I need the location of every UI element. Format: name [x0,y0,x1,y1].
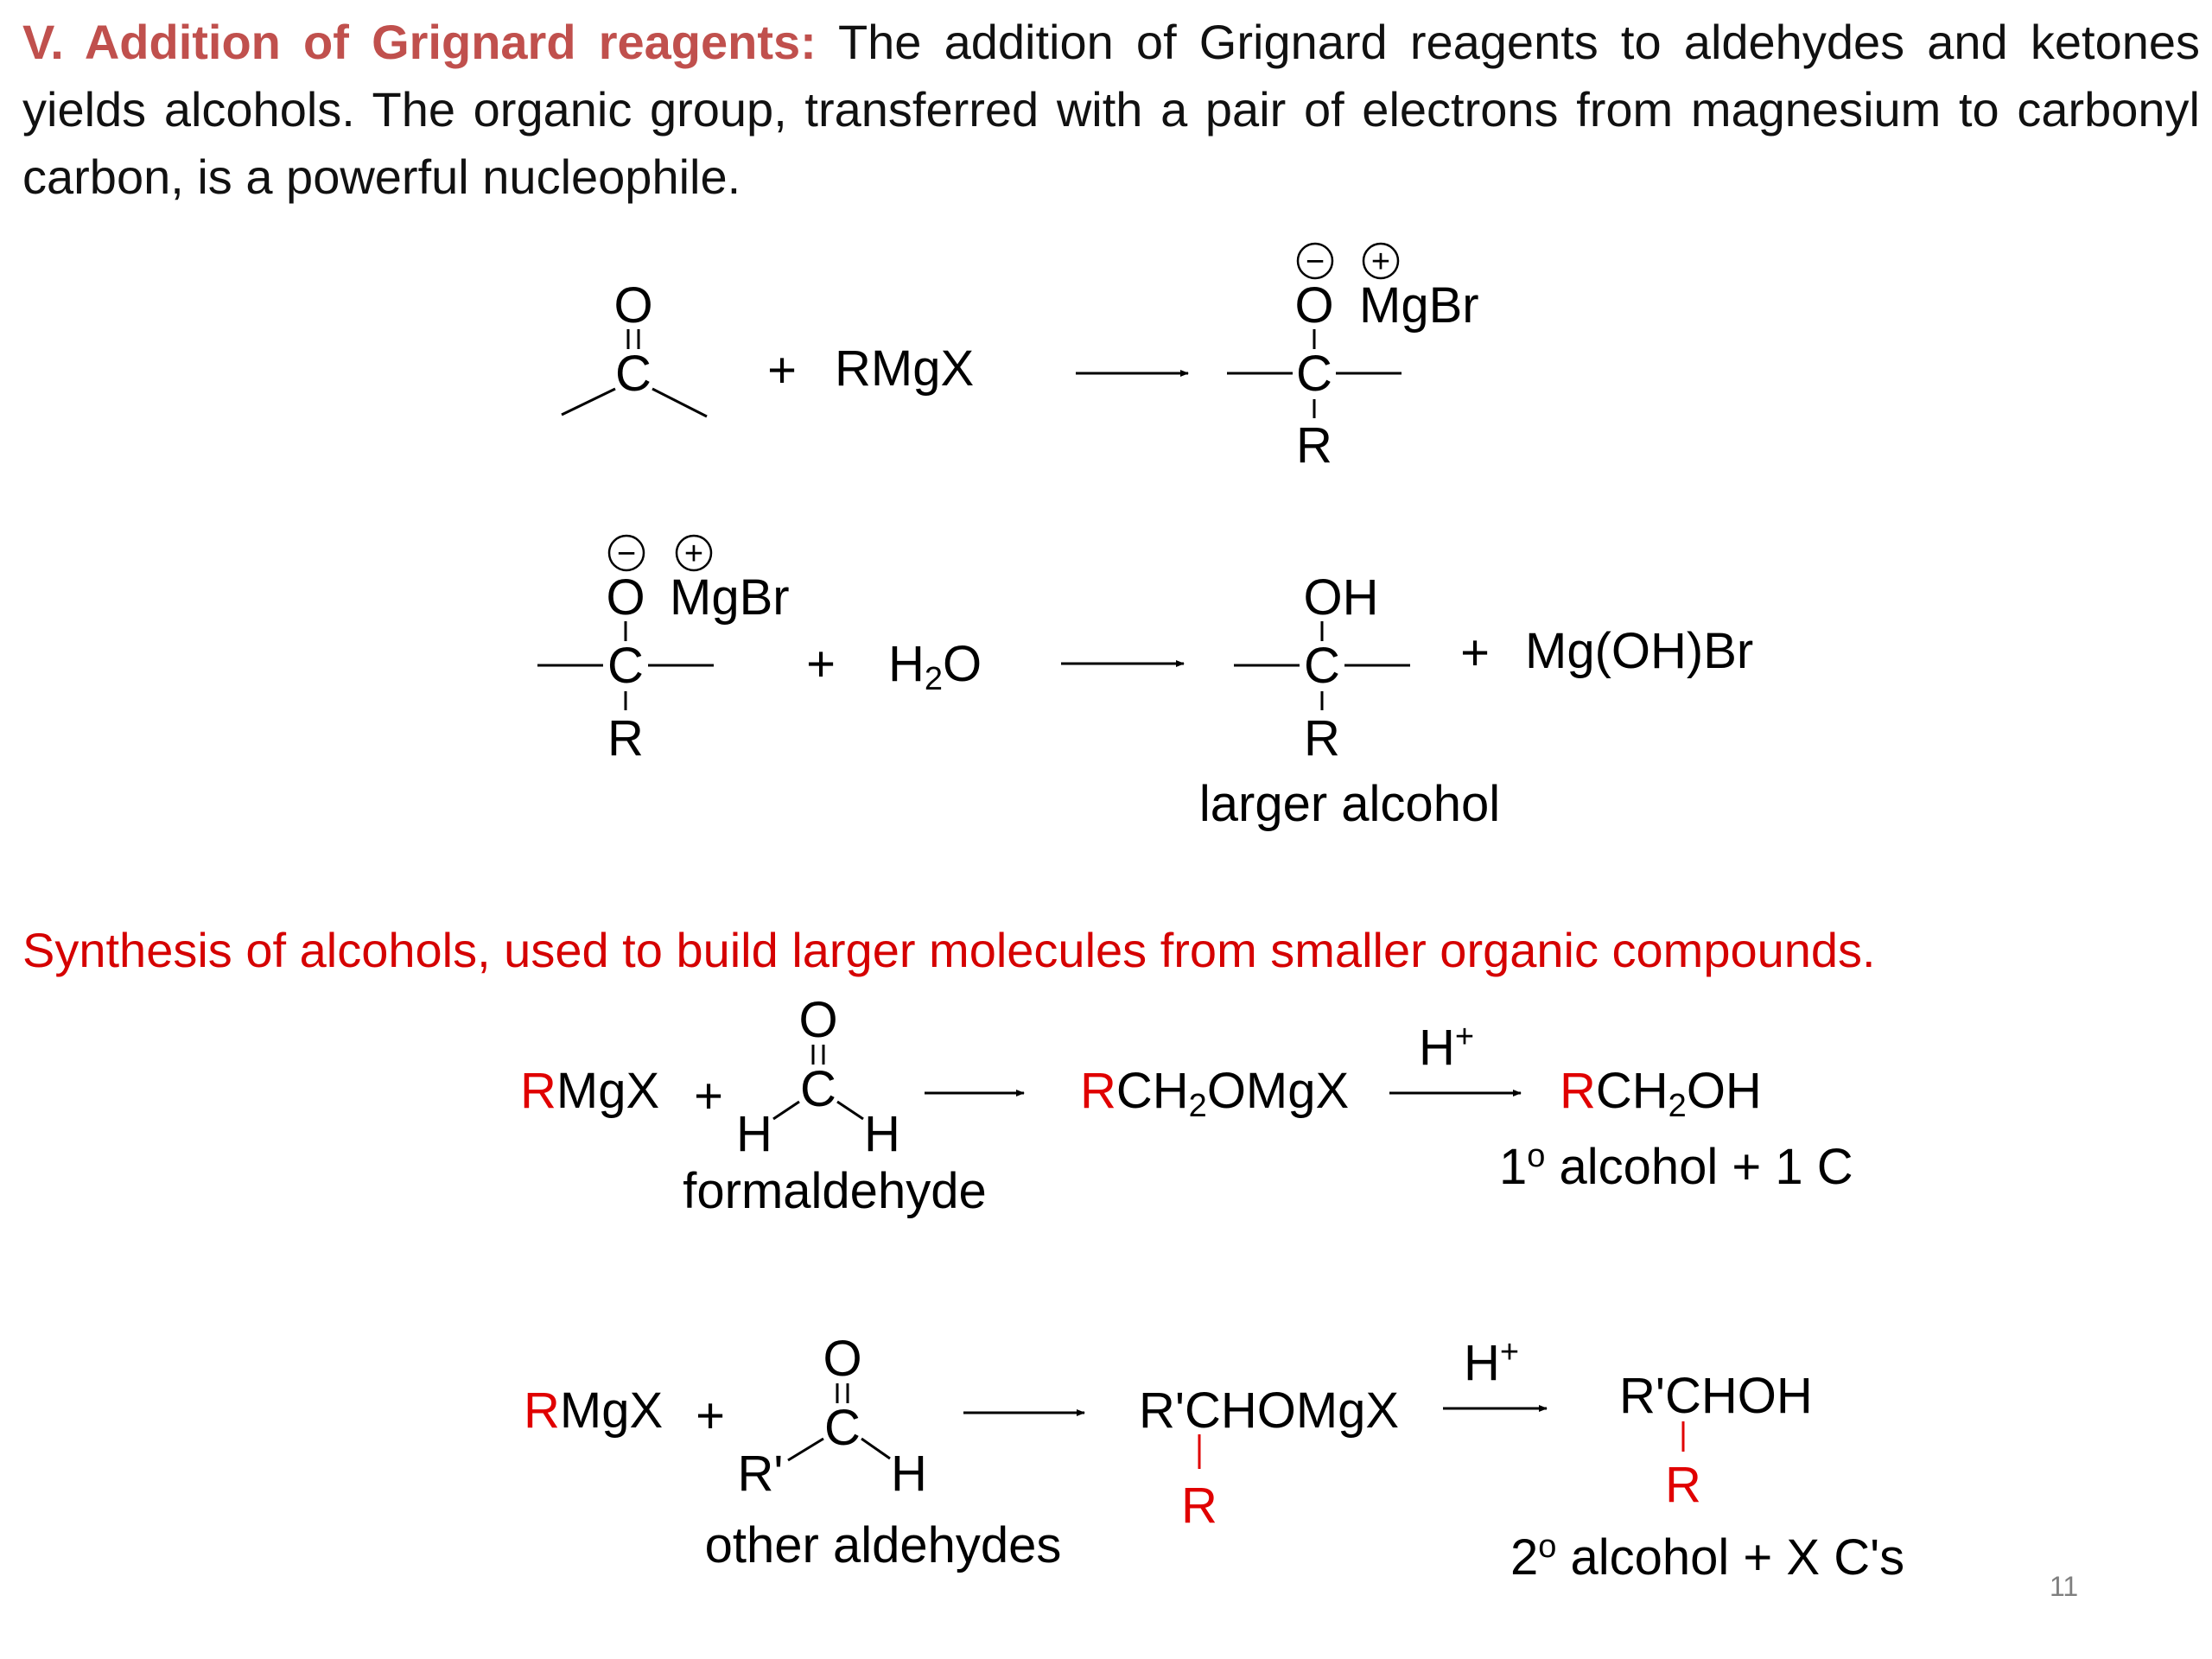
negative-charge-sign: − [617,536,636,572]
acid-workup: H+ [1464,1334,1519,1391]
page-number: 11 [2050,1571,2079,1602]
plus-sign: + [694,1068,723,1124]
alcohol-structure: OH C R [1234,569,1410,766]
grignard-reagent: RMgX [520,1063,659,1119]
intro-body: The addition of Grignard reagents to ald… [22,15,2201,204]
acid-workup: H+ [1419,1019,1474,1076]
product-caption: larger alcohol [1199,776,1500,832]
intro-paragraph: V. Addition of Grignard reagents: The ad… [22,9,2200,211]
plus-sign: + [1460,625,1490,681]
positive-charge-icon [1362,242,1400,280]
positive-charge-icon [675,534,713,572]
reaction-3: RMgX + O C H H formaldehyde RCH2OMgX H+ … [520,992,1853,1219]
section-heading: V. Addition of Grignard reagents: [22,15,817,69]
plus-sign: + [806,636,836,692]
carbonyl-oxygen: O [613,277,652,334]
bond-to-h [836,1100,864,1121]
grignard-reagent: RMgX [835,340,974,397]
formaldehyde-caption: formaldehyde [683,1163,986,1219]
grignard-reagent: RMgX [524,1382,663,1439]
alkyl-bond-left [561,387,616,416]
carbonyl-carbon: C [824,1400,861,1456]
r-group: R [1296,417,1332,474]
r-prime-group: R' [738,1446,784,1502]
alkoxide-carbon: C [1296,346,1332,402]
reaction-1: O C + RMgX − + O MgBr C R [561,242,1479,474]
reaction-2: − + O MgBr C R + H2O OH C R + Mg(OH)Br l… [537,534,1753,832]
alcohol-carbon: C [1304,638,1340,694]
magnesium-bromide: MgBr [1359,277,1479,334]
magnesium-bromide: MgBr [670,569,790,626]
negative-charge-icon [1296,242,1334,280]
negative-charge-sign: − [1306,244,1325,280]
product-caption: 1o alcohol + 1 C [1499,1138,1853,1195]
hydrogen-right: H [864,1106,900,1162]
hydroxyl-group: OH [1304,569,1379,626]
carbonyl-carbon: C [615,346,652,402]
alkoxide-intermediate: R'CHOMgX [1139,1382,1399,1439]
ketone-structure: O C [561,277,708,418]
alkyl-bond-right [652,387,708,418]
r-group: R [607,710,644,766]
alkoxide-structure: − + O MgBr C R [1227,242,1479,474]
reaction-4: RMgX + O C R' H other aldehydes R'CHOMgX… [524,1331,1904,1586]
bond-to-h [772,1100,800,1121]
product-caption: 2o alcohol + X C's [1510,1529,1904,1586]
carbonyl-carbon: C [800,1061,836,1117]
aldehyde-caption: other aldehydes [705,1517,1062,1573]
plus-sign: + [696,1388,725,1444]
r-group: R [1304,710,1340,766]
bond-to-r-prime [787,1437,824,1462]
hydrogen-left: H [736,1106,772,1162]
carbonyl-oxygen: O [798,992,837,1048]
positive-charge-sign: + [684,536,703,572]
alkoxide-intermediate: RCH2OMgX [1080,1063,1349,1124]
synthesis-heading: Synthesis of alcohols, used to build lar… [22,923,1876,977]
hydrogen: H [891,1446,927,1502]
byproduct: Mg(OH)Br [1525,623,1753,679]
alkoxide-structure: − + O MgBr C R [537,534,790,766]
r-group: R [1181,1478,1217,1534]
carbonyl-oxygen: O [823,1331,861,1387]
alkoxide-oxygen: O [606,569,645,626]
aldehyde-structure: O C R' H [738,1331,927,1502]
alkoxide-carbon: C [607,638,644,694]
positive-charge-sign: + [1371,244,1390,280]
water: H2O [888,636,982,697]
negative-charge-icon [607,534,645,572]
secondary-alcohol: R'CHOH [1619,1368,1813,1424]
formaldehyde-structure: O C H H [736,992,900,1162]
primary-alcohol: RCH2OH [1560,1063,1762,1124]
plus-sign: + [767,342,797,398]
bond-to-h [861,1437,891,1460]
r-group: R [1665,1457,1701,1513]
alkoxide-oxygen: O [1294,277,1333,334]
